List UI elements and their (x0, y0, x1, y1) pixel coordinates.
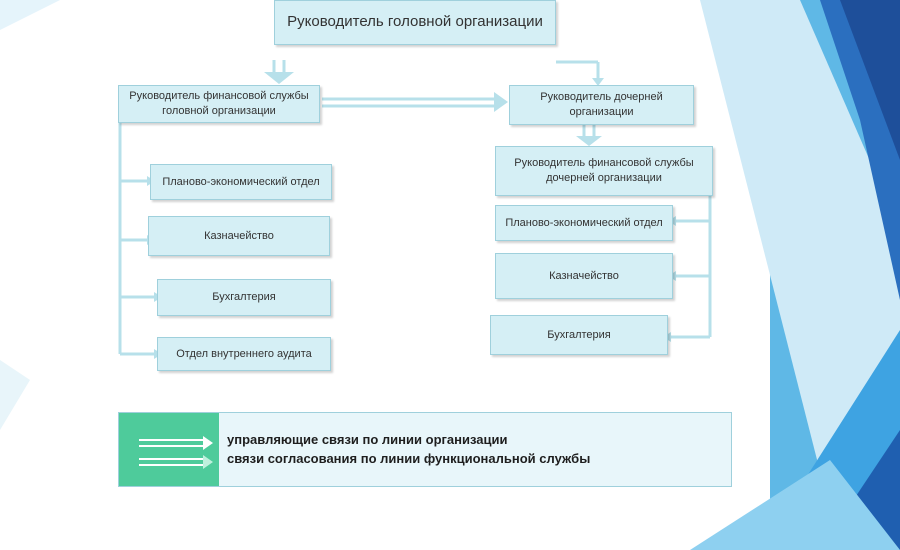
left-unit-label: Казначейство (204, 229, 274, 242)
head-box: Руководитель головной организации (274, 0, 556, 45)
left-unit-label: Отдел внутреннего аудита (176, 347, 312, 360)
left-unit-audit: Отдел внутреннего аудита (157, 337, 331, 371)
sub-head-box: Руководитель дочерней организации (509, 85, 694, 125)
sub-fin-label: Руководитель финансовой службы дочерней … (514, 157, 694, 184)
left-unit-accounting: Бухгалтерия (157, 279, 331, 316)
legend-text: управляющие связи по линии организации с… (219, 413, 731, 486)
legend-arrows-icon (139, 436, 213, 469)
head-fin-box: Руководитель финансовой службы головной … (118, 85, 320, 123)
sub-head-label: Руководитель дочерней организации (540, 91, 663, 118)
left-unit-label: Планово-экономический отдел (162, 175, 320, 188)
legend-coordination: связи согласования по линии функциональн… (227, 450, 591, 466)
right-unit-planning: Планово-экономический отдел (495, 205, 673, 241)
sub-fin-box: Руководитель финансовой службы дочерней … (495, 146, 713, 196)
left-unit-treasury: Казначейство (148, 216, 330, 256)
right-unit-accounting: Бухгалтерия (490, 315, 668, 355)
legend: управляющие связи по линии организации с… (118, 412, 732, 487)
right-unit-treasury: Казначейство (495, 253, 673, 299)
head-fin-label: Руководитель финансовой службы головной … (129, 90, 309, 117)
right-unit-label: Планово-экономический отдел (505, 216, 663, 229)
right-unit-label: Бухгалтерия (547, 328, 611, 341)
left-unit-label: Бухгалтерия (212, 291, 276, 304)
legend-swatch (119, 413, 219, 486)
left-unit-planning: Планово-экономический отдел (150, 164, 332, 200)
legend-management: управляющие связи по линии организации (227, 432, 508, 448)
right-unit-label: Казначейство (549, 269, 619, 282)
head-label: Руководитель головной организации (287, 13, 543, 31)
